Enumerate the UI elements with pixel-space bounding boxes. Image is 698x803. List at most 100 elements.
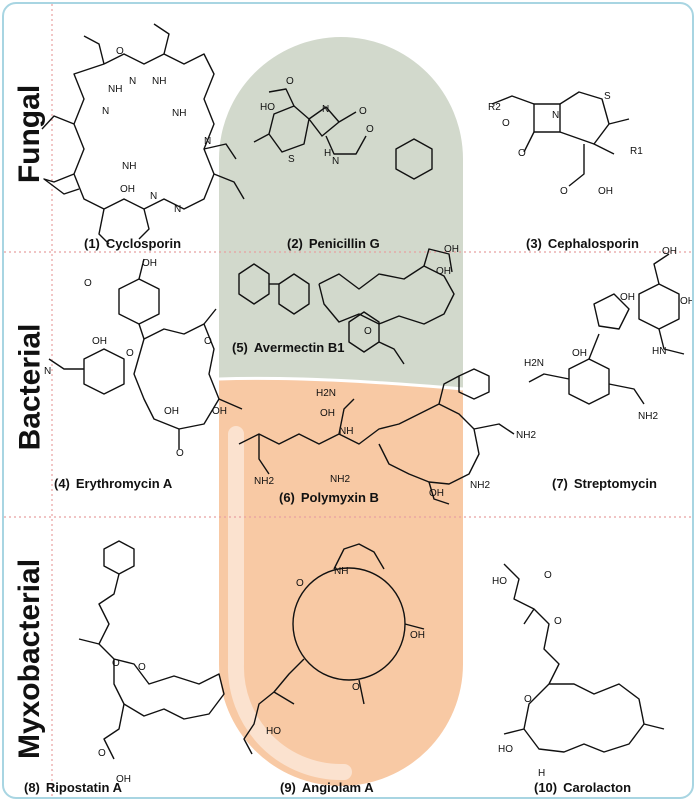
compound-name: Polymyxin B [300, 490, 379, 505]
atom-label: R1 [630, 146, 643, 157]
atom-label: OH [620, 292, 635, 303]
caption-penicillin-g: (2) Penicillin G [287, 236, 380, 251]
atom-label: N [44, 366, 51, 377]
atom-label: OH [444, 244, 459, 255]
compound-number: (8) [24, 780, 40, 795]
compound-number: (7) [552, 476, 568, 491]
atom-label: OH [680, 296, 694, 307]
compound-name: Cyclosporin [105, 236, 182, 251]
atom-label: OH [142, 258, 157, 269]
atom-label: NH [339, 426, 353, 437]
compound-number: (5) [232, 340, 248, 355]
atom-label: NH [108, 84, 122, 95]
atom-label: O [364, 326, 372, 337]
atom-label: NH2 [254, 476, 274, 487]
structure-cyclosporin [41, 23, 245, 245]
atom-label: OH [410, 630, 425, 641]
atom-label: N [322, 104, 329, 115]
atom-label: OH [436, 266, 451, 277]
caption-angiolam-a: (9) Angiolam A [280, 780, 374, 795]
atom-label: O [126, 348, 134, 359]
caption-carolacton: (10)Carolacton [534, 780, 631, 795]
compound-number: (9) [280, 780, 296, 795]
atom-label: NH2 [638, 411, 658, 422]
row-label-text: Myxobacterial [13, 558, 46, 760]
caption-cyclosporin: (1)Cyclosporin [84, 236, 181, 251]
atom-label: O [560, 186, 568, 197]
row-label-myxobacterial: Myxobacterial [10, 524, 50, 794]
compound-number: (6) [279, 490, 295, 505]
atom-label: OH [212, 406, 227, 417]
atom-label: NH2 [330, 474, 350, 485]
structure-carolacton [503, 563, 665, 753]
compound-name: Cephalosporin [547, 236, 639, 251]
atom-label: H [324, 148, 331, 159]
row-label-text: Fungal [13, 84, 47, 184]
atom-label: NH2 [470, 480, 490, 491]
atom-label: N [150, 191, 157, 202]
atom-label: OH [598, 186, 613, 197]
atom-label: O [112, 658, 120, 669]
compound-name: Angiolam A [301, 780, 374, 795]
atom-label: N [129, 76, 136, 87]
compound-name: Carolacton [563, 780, 632, 795]
row-label-bacterial: Bacterial [10, 262, 50, 512]
atom-label: O [352, 682, 360, 693]
atom-label: N [174, 204, 181, 215]
compound-number: (3) [526, 236, 542, 251]
compound-name: Ripostatin A [45, 780, 122, 795]
structure-cephalosporin [491, 91, 630, 187]
atom-label: HO [498, 744, 513, 755]
atom-label: O [524, 694, 532, 705]
structure-streptomycin [528, 253, 685, 405]
capsule-highlight [227, 426, 352, 781]
capsule [218, 37, 464, 786]
atom-label: O [204, 336, 212, 347]
caption-streptomycin: (7) Streptomycin [552, 476, 657, 491]
atom-label: HN [652, 346, 666, 357]
atom-label: HO [492, 576, 507, 587]
compound-number: (2) [287, 236, 303, 251]
atom-label: O [138, 662, 146, 673]
row-label-text: Bacterial [13, 323, 46, 451]
structure-penicillin-g [253, 88, 433, 180]
grid-lines [4, 4, 692, 797]
atom-label: HO [260, 102, 275, 113]
compound-name: Streptomycin [573, 476, 657, 491]
atom-label: O [554, 616, 562, 627]
atom-label: NH [152, 76, 166, 87]
atom-label: NH [334, 566, 348, 577]
atom-label: N [552, 110, 559, 121]
atom-label: OH [120, 184, 135, 195]
structure-ripostatin-a [78, 540, 225, 760]
atom-label: NH [122, 161, 136, 172]
atom-label: O [84, 278, 92, 289]
compound-name: Erythromycin A [75, 476, 173, 491]
atom-label: OH [164, 406, 179, 417]
caption-erythromycin-a: (4)Erythromycin A [54, 476, 172, 491]
atom-label: S [604, 91, 611, 102]
atom-label: S [288, 154, 295, 165]
atom-label: H2N [316, 388, 336, 399]
caption-avermectin-b1: (5)Avermectin B1 [232, 340, 344, 355]
atom-label: O [518, 148, 526, 159]
atom-label: O [359, 106, 367, 117]
capsule-top-half [219, 37, 463, 389]
atom-label: H [538, 768, 545, 779]
atom-label: O [502, 118, 510, 129]
atom-label: O [296, 578, 304, 589]
atom-label: O [544, 570, 552, 581]
caption-cephalosporin: (3) Cephalosporin [526, 236, 639, 251]
compound-name: Penicillin G [308, 236, 380, 251]
structure-erythromycin-a [48, 258, 243, 449]
figure-canvas: NH N O NH N NH N NH N OH N HO O N O S H … [4, 4, 694, 797]
structure-avermectin-b1 [238, 248, 455, 365]
caption-ripostatin-a: (8) Ripostatin A [24, 780, 122, 795]
atom-label: H2N [524, 358, 544, 369]
atom-label: O [116, 46, 124, 57]
atom-label: OH [92, 336, 107, 347]
atom-label: R2 [488, 102, 501, 113]
atom-labels: NH N O NH N NH N NH N OH N HO O N O S H … [44, 46, 694, 785]
capsule-seam [218, 376, 464, 391]
